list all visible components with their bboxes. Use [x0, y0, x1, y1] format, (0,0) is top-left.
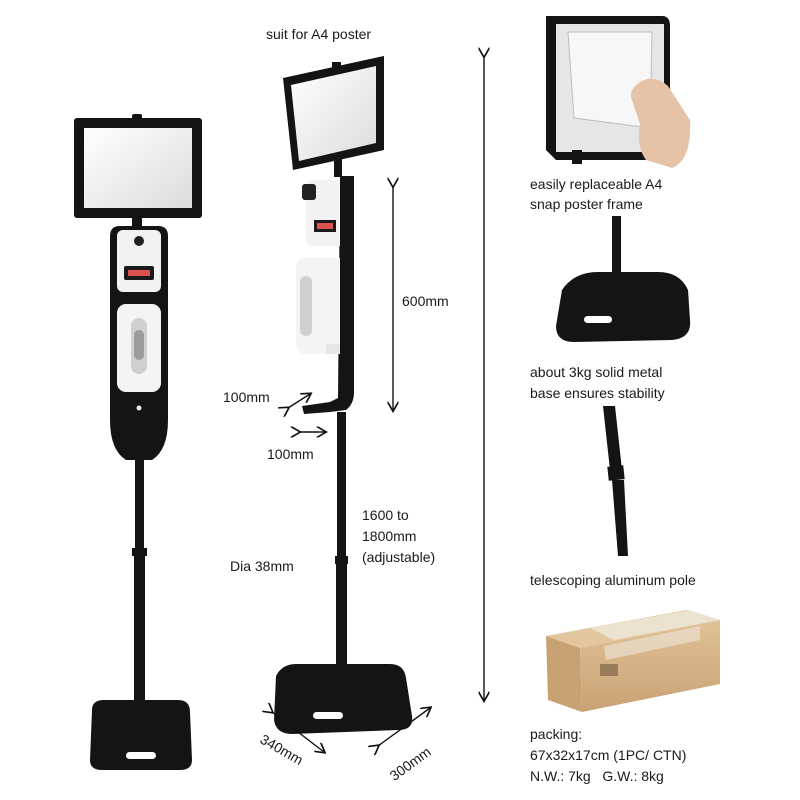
stand-base [90, 700, 192, 770]
sensor-dot [136, 405, 142, 411]
dimension-arrows [272, 56, 484, 752]
base-handle-side [313, 712, 343, 719]
pole-lower [134, 556, 145, 706]
stand-front-view [74, 114, 202, 770]
pole-diameter-label: Dia 38mm [230, 558, 294, 574]
dimension-arrow-icon [378, 708, 430, 746]
drip-tray-width-label: 100mm [267, 446, 314, 462]
frame-clip [132, 114, 142, 120]
dispenser-panel-side [302, 176, 354, 414]
dimension-arrow-icon [272, 712, 324, 752]
carton-box [546, 610, 720, 712]
base-feature-line-2: base ensures stability [530, 385, 665, 401]
base-handle [126, 752, 156, 759]
poster-area [84, 128, 192, 208]
stand-side-view [274, 56, 413, 734]
packing-size: 67x32x17cm (1PC/ CTN) [530, 747, 687, 763]
pole-feature-label: telescoping aluminum pole [530, 572, 696, 588]
height-range-line-1: 1600 to [362, 507, 409, 523]
pole-closeup [603, 406, 628, 556]
poster-area-side [291, 66, 376, 161]
poster-note: suit for A4 poster [266, 26, 372, 42]
packing-title: packing: [530, 726, 583, 742]
height-range-line-2: 1800mm [362, 528, 417, 544]
base-feature-line-1: about 3kg solid metal [530, 364, 663, 380]
frame-feature-line-2: snap poster frame [530, 196, 643, 212]
frame-feature-line-1: easily replaceable A4 [530, 176, 663, 192]
mast-side [334, 155, 342, 177]
stand-base-side [274, 664, 413, 734]
hand [631, 78, 691, 168]
height-range-line-3: (adjustable) [362, 549, 436, 565]
packing-weight: N.W.: 7kg G.W.: 8kg [530, 768, 664, 784]
frame-closeup [546, 16, 691, 168]
sensor-lens [134, 236, 144, 246]
mast [132, 218, 142, 232]
pole-upper [135, 460, 144, 550]
dimension-arrow-icon [288, 394, 310, 408]
height-dispenser-label: 600mm [402, 293, 449, 309]
pole-side [337, 412, 346, 560]
pole-joint [132, 548, 147, 556]
base-closeup [556, 216, 691, 342]
drip-tray-depth-label: 100mm [223, 389, 270, 405]
